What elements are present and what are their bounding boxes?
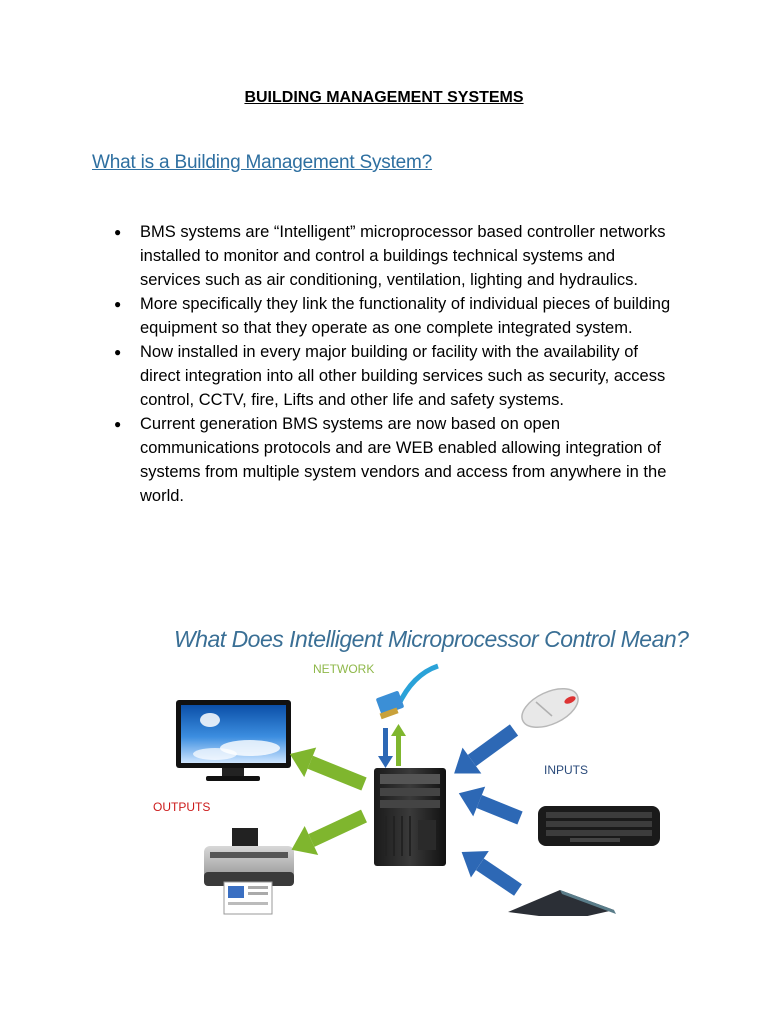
monitor-icon <box>176 700 291 781</box>
bullet-text: Now installed in every major building or… <box>140 343 666 409</box>
inputs-label: INPUTS <box>544 763 589 777</box>
bullet-icon: ● <box>114 345 122 359</box>
bullet-list: ● BMS systems are “Intelligent” microproc… <box>114 220 674 508</box>
list-item: ● BMS systems are “Intelligent” microproc… <box>114 220 674 292</box>
input-arrows <box>454 724 523 896</box>
list-item: ● Current generation BMS systems are now … <box>114 412 674 508</box>
keyboard-icon <box>538 806 660 846</box>
bullet-icon: ● <box>114 297 122 311</box>
diagram-graphics <box>176 663 660 916</box>
bullet-icon: ● <box>114 225 122 239</box>
bullet-icon: ● <box>114 417 122 431</box>
bullet-text: BMS systems are “Intelligent” microproce… <box>140 223 666 289</box>
network-cable-icon <box>376 663 439 720</box>
bullet-text: Current generation BMS systems are now b… <box>140 415 667 505</box>
mouse-icon <box>521 687 579 729</box>
printer-icon <box>204 828 294 915</box>
page-title: BUILDING MANAGEMENT SYSTEMS <box>244 89 524 106</box>
section-heading: What is a Building Management System? <box>92 152 433 173</box>
outputs-label: OUTPUTS <box>153 800 211 814</box>
server-tower-icon <box>374 768 446 866</box>
tablet-device-icon <box>508 890 616 916</box>
output-arrows <box>289 747 367 856</box>
bullet-text: More specifically they link the function… <box>140 295 671 337</box>
figure-title: What Does Intelligent Microprocessor Con… <box>174 626 689 652</box>
bms-diagram-figure: What Does Intelligent Microprocessor Con… <box>140 620 704 916</box>
network-arrows <box>378 724 406 768</box>
network-label: NETWORK <box>313 662 375 676</box>
list-item: ● Now installed in every major building o… <box>114 340 674 412</box>
list-item: ● More specifically they link the functio… <box>114 292 674 340</box>
